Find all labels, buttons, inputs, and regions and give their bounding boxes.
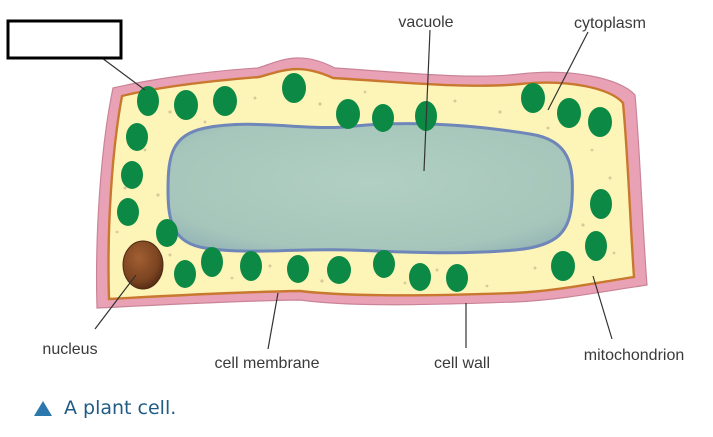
green-organelle	[551, 251, 575, 281]
cell-wall-label: cell wall	[434, 355, 490, 372]
green-organelle	[557, 98, 581, 128]
blank-label-leader	[101, 57, 146, 91]
green-organelle	[282, 73, 306, 103]
green-organelle	[327, 256, 351, 284]
green-organelle	[213, 86, 237, 116]
green-organelle	[240, 251, 262, 281]
green-organelle	[409, 263, 431, 291]
green-organelle	[137, 86, 159, 116]
caption-text: A plant cell.	[64, 397, 177, 419]
vacuole-leader	[423, 29, 431, 172]
green-organelle	[336, 99, 360, 129]
vacuole-label: vacuole	[398, 14, 453, 31]
green-organelle	[373, 250, 395, 278]
cytoplasm-leader	[547, 31, 589, 111]
mitochondrion-leader	[592, 275, 613, 340]
green-organelle	[588, 107, 612, 137]
green-organelle	[585, 231, 607, 261]
green-organelle	[372, 104, 394, 132]
leader-lines	[94, 29, 613, 350]
cytoplasm-label: cytoplasm	[574, 15, 646, 32]
vacuole	[166, 122, 574, 255]
green-organelle	[446, 264, 468, 292]
green-organelle	[590, 189, 612, 219]
nucleus-leader	[94, 274, 137, 330]
labels: vacuole cytoplasm nucleus cell membrane …	[6, 14, 685, 372]
mitochondrion-label: mitochondrion	[584, 347, 685, 364]
triangle-icon	[34, 400, 52, 416]
organelles	[117, 73, 612, 292]
green-organelle	[174, 260, 196, 288]
cell-membrane-label: cell membrane	[215, 355, 320, 372]
green-organelle	[117, 198, 139, 226]
green-organelle	[174, 90, 198, 120]
green-organelle	[287, 255, 309, 283]
figure-caption: A plant cell.	[34, 397, 176, 419]
green-organelle	[156, 219, 178, 247]
blank-answer-box	[6, 19, 123, 60]
nucleus-label: nucleus	[42, 341, 97, 358]
green-organelle	[201, 247, 223, 277]
green-organelle	[521, 83, 545, 113]
green-organelle	[121, 161, 143, 189]
green-organelle	[126, 123, 148, 151]
nucleus	[122, 240, 164, 290]
cell-membrane-leader	[267, 292, 279, 350]
cell-body	[95, 57, 648, 309]
